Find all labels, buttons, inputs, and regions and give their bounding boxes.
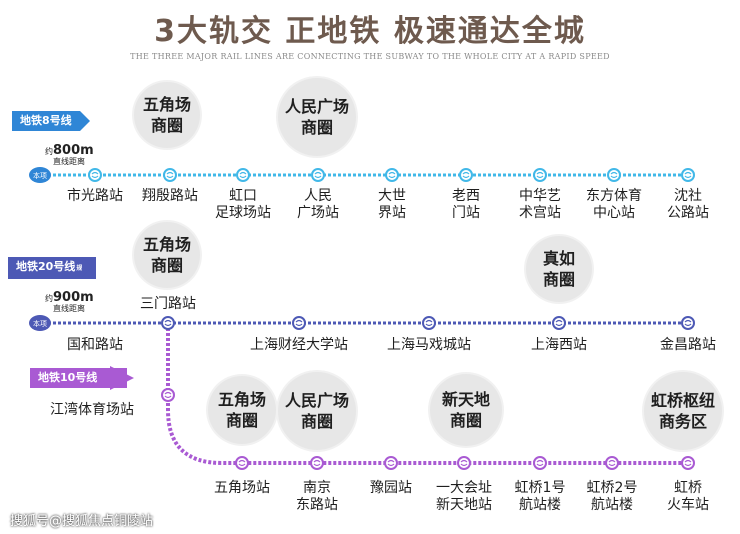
hub-label: 五角场 商圈 [217,390,266,430]
station-label: 上海马戏城站 [387,337,471,353]
hub-label: 虹桥枢纽 商务区 [650,391,715,431]
project-marker-label: 本项 [33,171,47,180]
page-title: 3大轨交 正地铁 极速通达全城 [154,14,586,49]
station-dot-line10 [681,456,695,470]
station-dot-line10 [384,456,398,470]
station-dot-line20 [161,316,175,330]
hub-circle-renminguangchang-bottom: 人民广场 商圈 [278,372,356,450]
station-label: 人民 广场站 [297,188,339,221]
distance-note: 直线距离 [53,157,85,166]
station-label: 大世 界站 [378,188,406,221]
distance-value: 900m [53,290,94,305]
station-label: 上海西站 [531,337,587,353]
station-label: 南京 东路站 [296,480,338,513]
station-label: 三门路站 [140,296,196,312]
line-10-tag: 地铁10号线 [30,368,128,388]
hub-circle-hongqiao: 虹桥枢纽 商务区 [644,372,722,450]
hub-circle-renminguangchang-top: 人民广场 商圈 [278,78,356,156]
page-subtitle: THE THREE MAJOR RAIL LINES ARE CONNECTIN… [130,52,610,61]
station-dot-line10 [533,456,547,470]
station-label: 虹桥2号 航站楼 [586,480,638,513]
hub-circle-wujiaochang-bottom: 五角场 商圈 [208,376,276,444]
station-dot-line8 [163,168,177,182]
station-label: 上海财经大学站 [250,337,348,353]
station-dot-line8 [236,168,250,182]
station-dot-line10 [457,456,471,470]
station-dot-line8 [607,168,621,182]
project-marker-line20: 本项 [29,315,51,331]
station-label: 东方体育 中心站 [586,188,642,221]
line-20-distance: 约900m 直线距离 [45,290,94,314]
hub-label: 新天地 商圈 [441,390,490,430]
project-marker-label: 本项 [33,319,47,328]
station-dot-line10 [161,388,175,402]
station-dot-line20 [422,316,436,330]
line-8-tag: 地铁8号线 [12,111,80,131]
station-dot-line10 [605,456,619,470]
hub-circle-zhenru: 真如 商圈 [526,236,592,302]
distance-prefix: 约 [45,294,53,303]
hub-label: 真如 商圈 [542,249,575,289]
station-label: 虹口 足球场站 [215,188,271,221]
hub-label: 五角场 商圈 [142,95,191,135]
hub-label: 人民广场 商圈 [284,97,349,137]
distance-value: 800m [53,143,94,158]
station-dot-line8 [681,168,695,182]
station-label: 国和路站 [67,337,123,353]
line-10-track [166,323,688,465]
line-10-tag-arrow [110,366,134,390]
distance-note: 直线距离 [53,304,85,313]
station-label: 金昌路站 [660,337,716,353]
station-label: 翔殷路站 [142,188,198,204]
hub-label: 人民广场 商圈 [284,391,349,431]
station-label: 虹桥1号 航站楼 [514,480,566,513]
hub-circle-wujiaochang-top: 五角场 商圈 [134,82,200,148]
project-marker-line8: 本项 [29,167,51,183]
station-dot-line20 [681,316,695,330]
hub-label: 五角场 商圈 [142,235,191,275]
station-label: 豫园站 [370,480,412,496]
station-dot-line8 [88,168,102,182]
station-label: 市光路站 [67,188,123,204]
hub-circle-xintiandi: 新天地 商圈 [430,374,502,446]
station-dot-line20 [292,316,306,330]
watermark: 搜狐号@搜狐焦点铜陵站 [10,514,154,529]
line-20-name: 地铁20号线 [16,260,76,273]
station-label: 江湾体育场站 [50,402,134,418]
station-label: 沈社 公路站 [667,188,709,221]
station-label: 中华艺 术宫站 [519,188,561,221]
line-8-name: 地铁8号线 [20,114,72,127]
distance-prefix: 约 [45,147,53,156]
line-8-distance: 约800m 直线距离 [45,143,94,167]
station-dot-line10 [310,456,324,470]
station-dot-line20 [552,316,566,330]
station-label: 五角场站 [214,480,270,496]
line-10-name: 地铁10号线 [38,371,98,384]
station-label: 一大会址 新天地站 [436,480,492,513]
line-20-tag-arrow [82,257,92,277]
station-dot-line8 [533,168,547,182]
station-dot-line8 [311,168,325,182]
station-label: 虹桥 火车站 [667,480,709,513]
station-dot-line8 [459,168,473,182]
station-dot-line8 [385,168,399,182]
station-label: 老西 门站 [452,188,480,221]
line-8-tag-arrow [80,111,90,131]
hub-circle-wujiaochang-mid: 五角场 商圈 [134,222,200,288]
station-dot-line10 [235,456,249,470]
